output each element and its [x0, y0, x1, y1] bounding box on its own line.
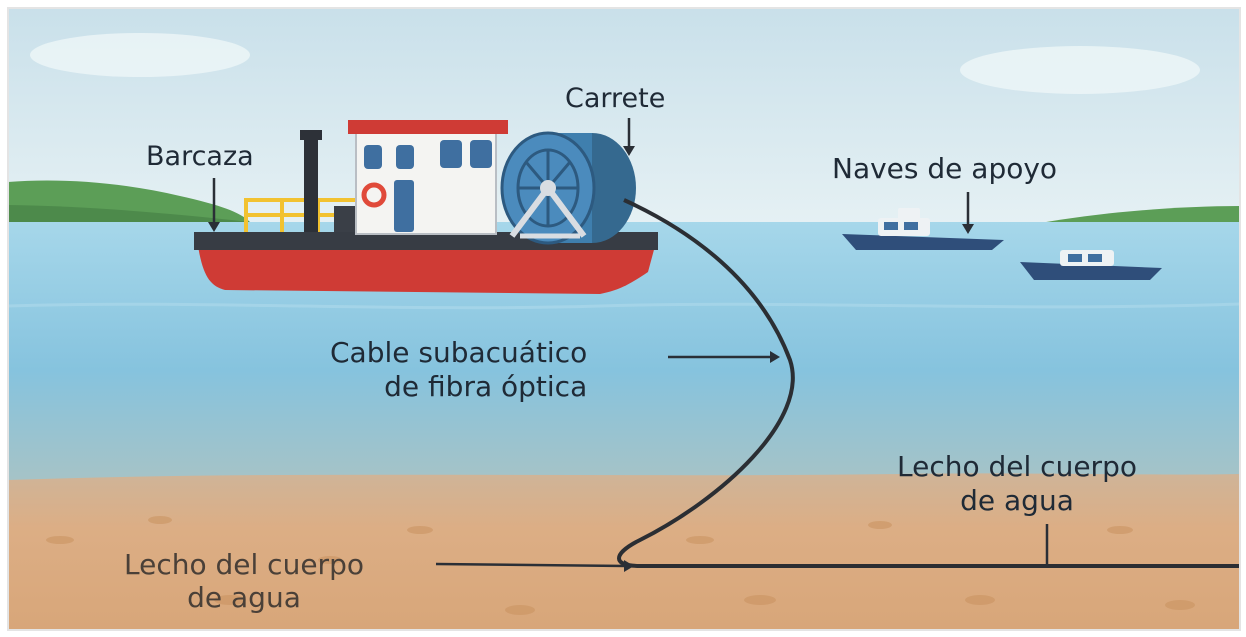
cable-reel — [500, 131, 636, 245]
support-boat-1 — [842, 208, 1004, 250]
label-arrows — [212, 118, 1049, 568]
lecho-left-line1: Lecho del cuerpo — [124, 548, 364, 581]
cable-label: Cable subacuático de fibra óptica — [330, 336, 587, 404]
lecho-right-line1: Lecho del cuerpo — [897, 450, 1137, 483]
barcaza-label: Barcaza — [146, 141, 254, 172]
carrete-label: Carrete — [565, 83, 666, 114]
lecho-left-arrow — [435, 562, 627, 568]
cloud — [30, 33, 250, 77]
left-shore-shadow — [8, 205, 250, 222]
life-ring — [361, 182, 387, 208]
lecho-right-label: Lecho del cuerpo de agua — [897, 450, 1137, 517]
lecho-left-line2: de agua — [187, 581, 301, 615]
barge — [194, 120, 658, 294]
barge-cabin-roof — [348, 120, 508, 134]
seabed-texture — [46, 516, 1195, 615]
waterline — [7, 302, 1241, 310]
naves-de-apoyo-label: Naves de apoyo — [832, 152, 1058, 185]
cloud — [960, 46, 1200, 94]
support-boat-2 — [1020, 250, 1162, 280]
lecho-right-line2: de agua — [960, 483, 1074, 517]
cable-label-line2: de fibra óptica — [384, 370, 588, 404]
cable-label-line1: Cable subacuático — [330, 336, 588, 369]
arrowheads — [208, 146, 974, 572]
lecho-left-label: Lecho del cuerpo de agua — [124, 548, 364, 614]
barge-exhaust — [304, 134, 318, 232]
fiber-optic-cable — [617, 198, 1240, 568]
barge-hull — [198, 246, 655, 294]
